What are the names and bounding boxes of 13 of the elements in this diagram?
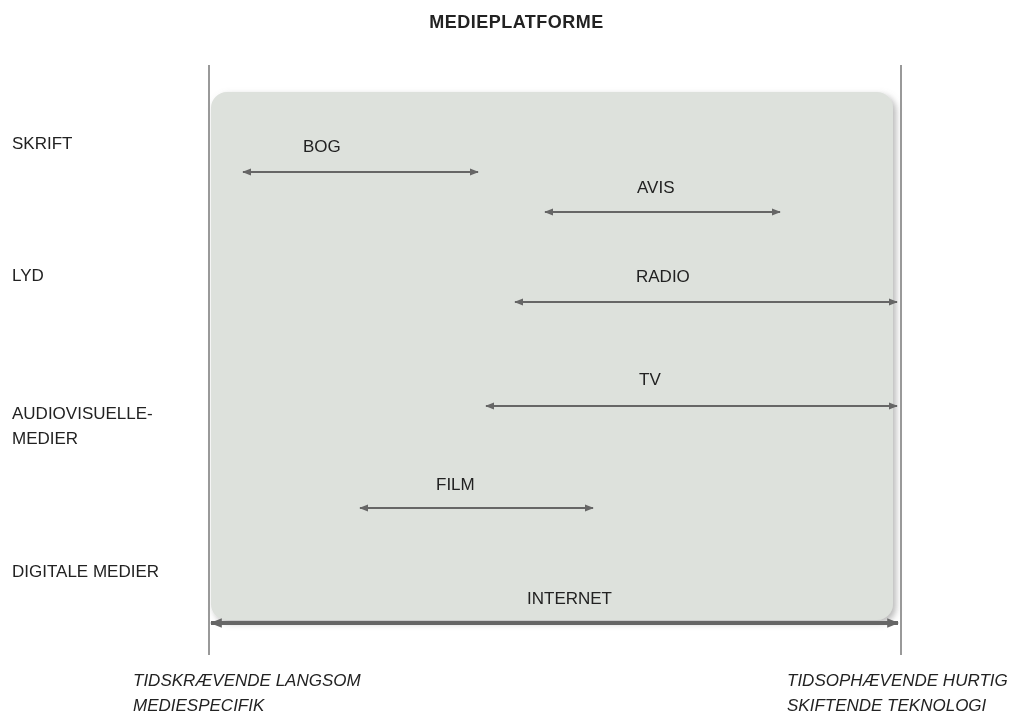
range-label: BOG [303,136,341,158]
axis-end-label: TIDSKRÆVENDE LANGSOM MEDIESPECIFIK [133,670,362,717]
range-label: RADIO [636,266,690,288]
row-label: AUDIOVISUELLE- MEDIER [12,403,154,450]
row-label: DIGITALE MEDIER [12,561,160,583]
range-label: FILM [436,474,475,496]
range-label: AVIS [637,177,675,199]
row-label: SKRIFT [12,133,73,155]
diagram-title: MEDIEPLATFORME [428,11,605,34]
range-label: INTERNET [527,588,612,610]
axis-end-label: TIDSOPHÆVENDE HURTIG SKIFTENDE TEKNOLOGI [787,670,1009,717]
range-label: TV [639,369,661,391]
row-label: LYD [12,265,44,287]
